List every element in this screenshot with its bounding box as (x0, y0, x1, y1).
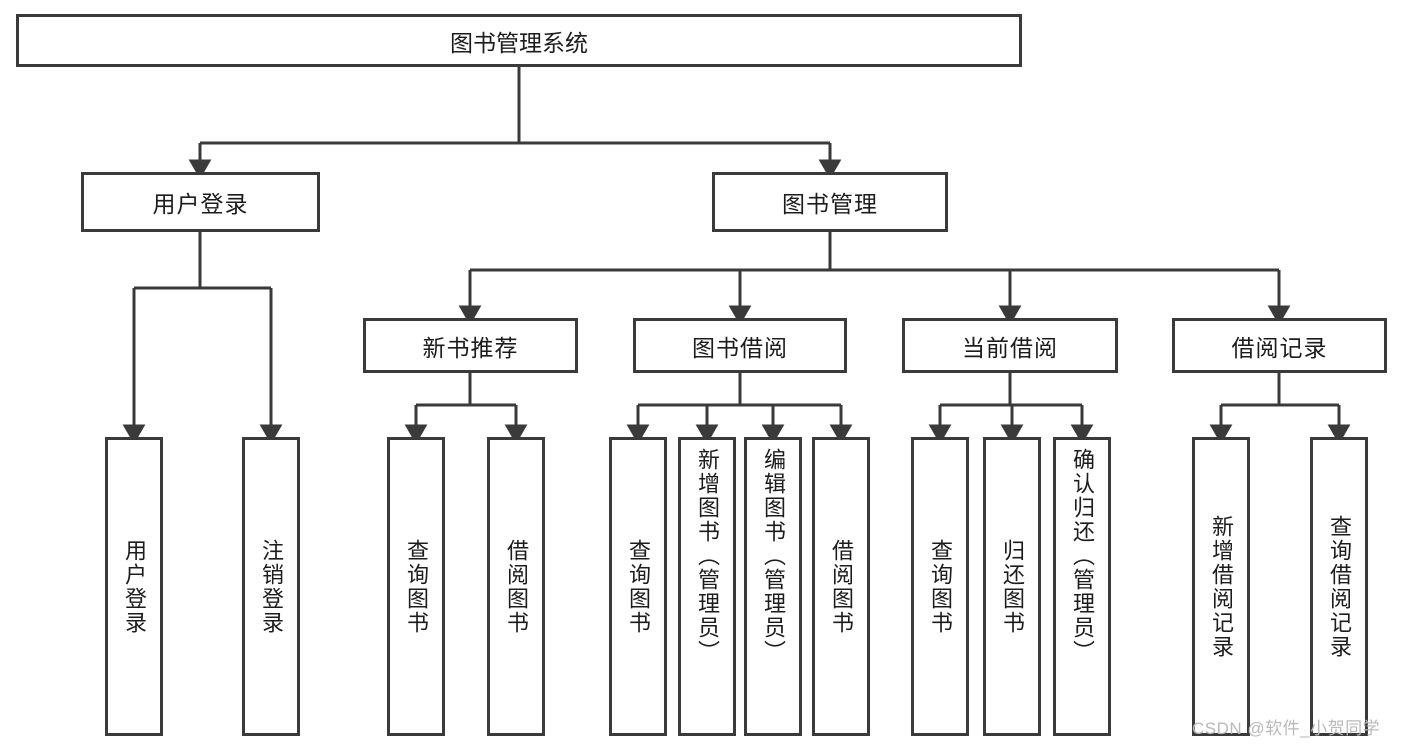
leaf-return-book[interactable]: 归还图书 (983, 437, 1041, 736)
node-borrow-records-label: 借阅记录 (1231, 334, 1328, 361)
node-root-label: 图书管理系统 (450, 29, 588, 56)
node-new-book-recommend[interactable]: 新书推荐 (363, 318, 578, 373)
leaf-label: 查询图书 (403, 538, 429, 635)
node-root-system[interactable]: 图书管理系统 (16, 14, 1022, 67)
leaf-label: 归还图书 (999, 538, 1025, 635)
leaf-query-book-newbook[interactable]: 查询图书 (387, 437, 445, 736)
leaf-label: 用户登录 (121, 538, 147, 635)
leaf-label: 编辑图书（管理员） (760, 448, 786, 664)
node-user-login-label: 用户登录 (152, 191, 249, 217)
leaf-label: 查询图书 (927, 538, 953, 635)
node-current-borrow[interactable]: 当前借阅 (902, 318, 1118, 373)
csdn-watermark: CSDN @软件_小贺同学 (1192, 719, 1381, 738)
leaf-label: 新增借阅记录 (1208, 514, 1234, 659)
node-book-management[interactable]: 图书管理 (712, 172, 948, 232)
leaf-query-book-borrow[interactable]: 查询图书 (609, 437, 667, 736)
leaf-label: 借阅图书 (828, 538, 854, 635)
leaf-add-book-admin[interactable]: 新增图书（管理员） (678, 437, 736, 736)
leaf-label: 查询图书 (625, 538, 651, 635)
leaf-label: 确认归还（管理员） (1069, 448, 1095, 664)
node-book-management-label: 图书管理 (782, 191, 878, 217)
node-book-borrow[interactable]: 图书借阅 (633, 318, 847, 373)
leaf-label: 新增图书（管理员） (694, 448, 720, 664)
leaf-query-borrow-record[interactable]: 查询借阅记录 (1310, 437, 1368, 736)
leaf-borrow-book[interactable]: 借阅图书 (812, 437, 870, 736)
node-new-book-recommend-label: 新书推荐 (422, 334, 519, 361)
node-user-login[interactable]: 用户登录 (81, 172, 320, 232)
leaf-label: 查询借阅记录 (1326, 514, 1352, 659)
node-borrow-records[interactable]: 借阅记录 (1172, 318, 1387, 373)
node-book-borrow-label: 图书借阅 (692, 334, 788, 361)
leaf-label: 借阅图书 (503, 538, 529, 635)
leaf-confirm-return-admin[interactable]: 确认归还（管理员） (1053, 437, 1111, 736)
leaf-user-login[interactable]: 用户登录 (105, 437, 163, 736)
leaf-label: 注销登录 (258, 538, 284, 635)
leaf-edit-book-admin[interactable]: 编辑图书（管理员） (744, 437, 802, 736)
leaf-query-book-current[interactable]: 查询图书 (911, 437, 969, 736)
node-current-borrow-label: 当前借阅 (962, 334, 1058, 361)
leaf-add-borrow-record[interactable]: 新增借阅记录 (1192, 437, 1250, 736)
leaf-borrow-book-newbook[interactable]: 借阅图书 (487, 437, 545, 736)
leaf-logout-login[interactable]: 注销登录 (242, 437, 300, 736)
